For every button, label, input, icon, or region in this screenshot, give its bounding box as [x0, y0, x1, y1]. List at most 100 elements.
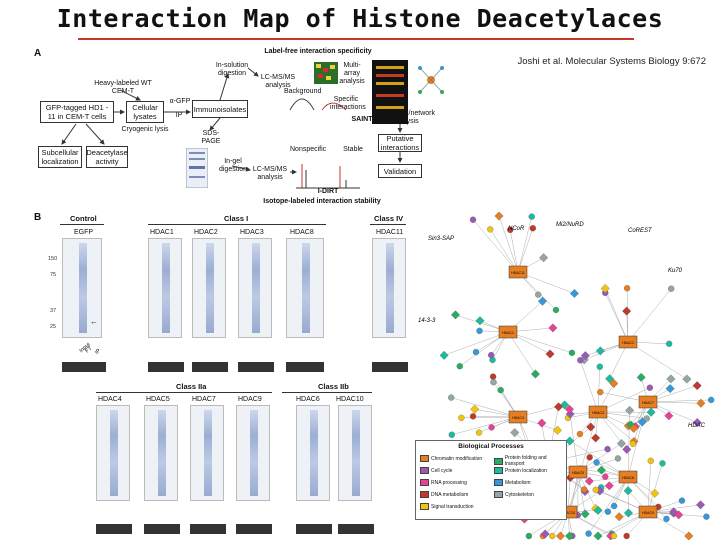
network-node [472, 348, 480, 356]
network-node [470, 404, 480, 414]
network-node [629, 440, 637, 447]
legend-label: Metabolism [505, 479, 531, 486]
hub-label: HDAC7 [642, 401, 654, 405]
loading-strip [190, 524, 226, 534]
blot-label-hdac9: HDAC9 [238, 396, 262, 403]
network-node [548, 323, 558, 333]
network-node [569, 288, 579, 298]
network-edge [567, 457, 590, 513]
class-rule-control [60, 224, 104, 225]
network-node [554, 402, 564, 412]
network-node [537, 418, 547, 428]
loading-strip [192, 362, 228, 372]
title-underline [78, 38, 634, 40]
hub-node [498, 325, 518, 339]
loading-strip [372, 362, 408, 372]
network-node [576, 430, 584, 438]
blot-hdac11 [372, 238, 406, 338]
network-node [458, 414, 465, 421]
network-node [451, 310, 460, 320]
citation: Joshi et al. Molecular Systems Biology 9… [517, 56, 706, 67]
network-edge [444, 331, 509, 356]
network-edge [451, 416, 519, 435]
class-label-class2b: Class IIb [318, 382, 349, 391]
hub-node [618, 335, 638, 349]
network-node [625, 405, 635, 415]
network-node [565, 531, 574, 540]
legend-label: DNA metabolism [431, 491, 469, 498]
legend-label: Signal transduction [431, 503, 474, 510]
network-node [696, 500, 705, 510]
cluster-label: HDAC [688, 423, 706, 429]
blot-label-hdac3: HDAC3 [240, 229, 264, 236]
network-node [617, 439, 626, 448]
network-node [647, 457, 654, 464]
gfp-cells-box: GFP-tagged HD1 - 11 in CEM-T cells [40, 101, 114, 123]
network-node [664, 411, 674, 421]
network-node [659, 460, 666, 467]
hub-node [568, 465, 588, 479]
legend-label: Protein localization [505, 467, 547, 474]
cluster-label: Mi2/NuRD [556, 222, 584, 228]
class-label-class2a: Class IIa [176, 382, 207, 391]
network-edge [517, 271, 557, 311]
blot-label-hdac4: HDAC4 [98, 396, 122, 403]
network-edge [498, 215, 519, 273]
network-node [692, 381, 702, 391]
cryogenic-text: Cryogenic lysis [121, 126, 169, 133]
network-node [597, 388, 604, 396]
network-node [600, 284, 610, 293]
legend-label: RNA processing [431, 479, 467, 486]
network-node [580, 509, 590, 519]
cluster-label: 14-3-3 [418, 318, 436, 324]
network-node [530, 369, 540, 379]
network-node [469, 413, 477, 420]
network-edge [588, 476, 629, 534]
nonspecific-text: Nonspecific [290, 146, 327, 153]
legend-label: Chromatin modification [431, 455, 483, 462]
network-edge [627, 410, 630, 478]
network-edge [451, 397, 519, 418]
network-node [494, 212, 504, 221]
alpha-gfp-text: α-GFP [169, 98, 191, 105]
hub-node [618, 470, 638, 484]
loading-strip [286, 362, 324, 372]
network-node [568, 349, 576, 356]
network-edge [627, 288, 672, 343]
ip-text: IP [175, 112, 183, 119]
network-node [696, 398, 706, 408]
network-node [682, 374, 692, 384]
network-node [646, 384, 654, 391]
class-label-class4: Class IV [374, 214, 404, 223]
heading-isotope: Isotope-labeled interaction stability [263, 198, 381, 205]
network-node [510, 428, 520, 438]
loading-strip [144, 524, 180, 534]
distribution-plot [289, 98, 347, 111]
network-node [538, 296, 547, 306]
legend-swatch [420, 503, 429, 510]
network-node [595, 346, 605, 356]
network-node [525, 532, 533, 540]
hub-label: HDAC4 [512, 416, 524, 420]
network-node [614, 512, 624, 522]
network-node [528, 213, 535, 220]
network-node [565, 404, 574, 414]
hub-label: HDAC3 [592, 411, 604, 415]
network-node [604, 508, 612, 515]
network-edge [507, 331, 573, 354]
blot-hdac3 [238, 238, 272, 338]
network-node [448, 431, 455, 438]
network-edge [472, 219, 519, 273]
legend-item: Cytoskeleton [494, 491, 534, 498]
class-label-class1: Class I [224, 214, 249, 223]
network-edge [605, 288, 629, 343]
loading-strip [238, 362, 274, 372]
network-node [580, 351, 590, 361]
network-node [586, 422, 596, 432]
hub-node [508, 410, 528, 424]
slide-title: Interaction Map of Histone Deacetylaces [56, 4, 664, 33]
network-node [604, 445, 611, 453]
heavy-labeled-text: Heavy-labeled WT CEM-T [94, 80, 152, 95]
network-edge [507, 331, 536, 375]
network-edge [580, 360, 599, 413]
